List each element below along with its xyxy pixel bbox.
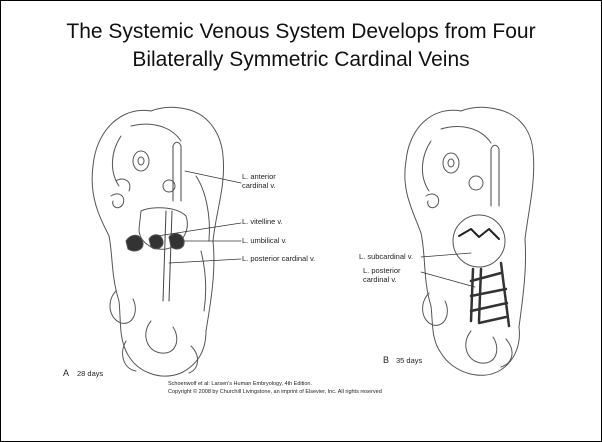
label-anterior-cardinal-vein: L. anterior cardinal v. — [242, 173, 276, 190]
credit-line-2: Copyright © 2008 by Churchill Livingston… — [168, 389, 382, 396]
panel-b-letter: B — [383, 356, 389, 365]
label-vitelline-vein: L. vitelline v. — [242, 218, 283, 227]
label-umbilical-vein: L. umbilical v. — [242, 237, 287, 246]
embryo-a-drawing — [92, 107, 223, 376]
panel-a-letter: A — [63, 369, 69, 378]
panel-a-age: 28 days — [77, 370, 103, 379]
label-subcardinal-vein: L. subcardinal v. — [359, 253, 413, 262]
embryo-b-drawing — [405, 107, 534, 375]
label-posterior-cardinal-vein-a: L. posterior cardinal v. — [242, 255, 315, 264]
panel-b-age: 35 days — [396, 357, 422, 366]
credit-line-1: Schoenwolf et al: Larsen's Human Embryol… — [168, 381, 312, 388]
label-posterior-cardinal-vein-b: L. posterior cardinal v. — [363, 267, 401, 284]
